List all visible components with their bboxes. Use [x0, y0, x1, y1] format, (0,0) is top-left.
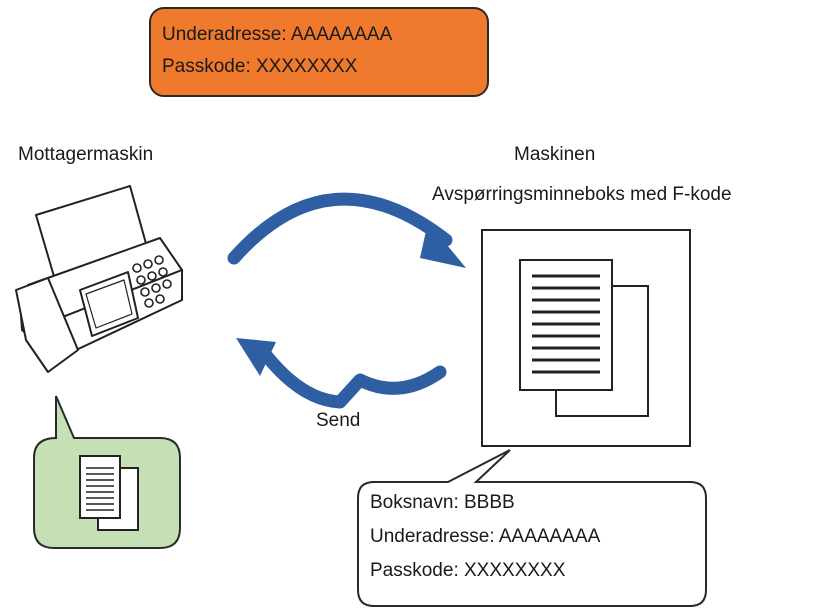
- info-bubble: [357, 449, 707, 607]
- arrow-send-head: [236, 338, 276, 376]
- curved-arrow-icon: [227, 192, 466, 409]
- arrow-send: [255, 343, 447, 409]
- arrow-request: [227, 192, 453, 265]
- memory-box-label: Avspørringsminneboks med F-kode: [432, 184, 732, 205]
- top-box: [149, 7, 489, 97]
- info-bubble-line-3: Passkode: XXXXXXXX: [370, 560, 566, 581]
- top-box-line-2: Passkode: XXXXXXXX: [162, 56, 358, 77]
- document-stack-icon: [519, 259, 649, 417]
- left-machine-label: Mottagermaskin: [18, 144, 154, 165]
- send-label: Send: [316, 410, 361, 431]
- info-bubble-line-2: Underadresse: AAAAAAAA: [370, 526, 601, 547]
- top-box-line-1: Underadresse: AAAAAAAA: [162, 24, 393, 45]
- right-machine-label: Maskinen: [514, 144, 596, 165]
- document-stack-icon: [79, 455, 139, 531]
- fax-machine-icon: [15, 185, 183, 373]
- info-bubble-line-1: Boksnavn: BBBB: [370, 492, 515, 513]
- arrow-request-head: [420, 222, 466, 268]
